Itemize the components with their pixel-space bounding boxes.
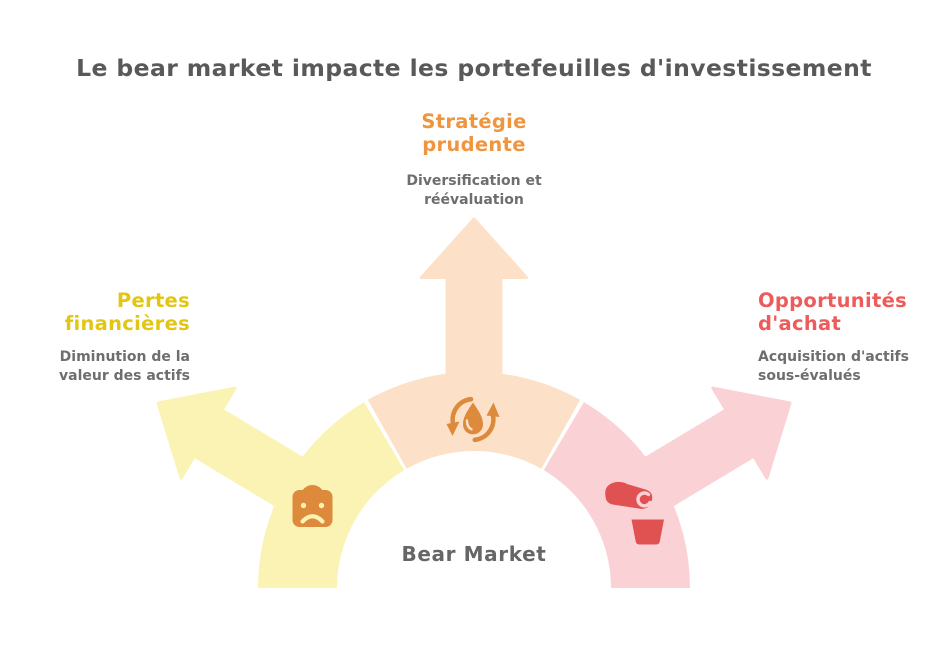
coin-mark <box>636 491 652 508</box>
bag-frown <box>300 514 325 524</box>
branch-left-title: Pertes financières <box>0 289 190 335</box>
branch-top-title: Stratégie prudente <box>324 110 624 156</box>
branch-right-title: Opportunités d'achat <box>758 289 948 335</box>
bag-body <box>292 490 333 527</box>
branch-label-right: Opportunités d'achat Acquisition d'actif… <box>758 289 948 386</box>
branch-top-subtitle: Diversification et réévaluation <box>324 172 624 210</box>
branch-label-top: Stratégie prudente Diversification et ré… <box>324 110 624 210</box>
branch-right-title-line1: Opportunités <box>758 289 908 312</box>
branch-left-title-line2: financières <box>64 312 190 335</box>
branch-right-title-line2: d'achat <box>758 312 842 335</box>
branch-right-subtitle-line1: Acquisition d'actifs <box>758 349 909 365</box>
water-drop-highlight <box>465 419 473 431</box>
bag-eye-right <box>318 502 325 509</box>
sad-shopping-bag-icon <box>292 485 333 527</box>
cycle-arrowhead-left <box>446 421 460 436</box>
cycle-arc-left <box>450 396 474 429</box>
cycle-arrowhead-right <box>486 402 500 417</box>
branch-right-subtitle: Acquisition d'actifs sous-évalués <box>758 348 948 386</box>
branch-top-subtitle-line2: réévaluation <box>424 192 524 208</box>
hand-coin-bucket-icon <box>605 481 664 545</box>
branch-left-subtitle-line1: Diminution de la <box>59 349 190 365</box>
branch-label-left: Pertes financières Diminution de la vale… <box>0 289 190 386</box>
center-label: Bear Market <box>401 542 547 566</box>
bucket <box>631 519 664 545</box>
water-drop-cycle-icon <box>446 396 500 443</box>
branch-left-title-line1: Pertes <box>116 289 190 312</box>
branch-top-subtitle-line1: Diversification et <box>406 173 542 189</box>
branch-top-title-line1: Stratégie <box>421 110 527 133</box>
branch-top-title-line2: prudente <box>422 133 526 156</box>
branch-left-subtitle: Diminution de la valeur des actifs <box>0 348 190 386</box>
branch-right-subtitle-line2: sous-évalués <box>758 368 861 384</box>
page-title: Le bear market impacte les portefeuilles… <box>76 54 872 82</box>
branch-left-subtitle-line2: valeur des actifs <box>59 368 190 384</box>
bag-eye-left <box>300 502 307 509</box>
